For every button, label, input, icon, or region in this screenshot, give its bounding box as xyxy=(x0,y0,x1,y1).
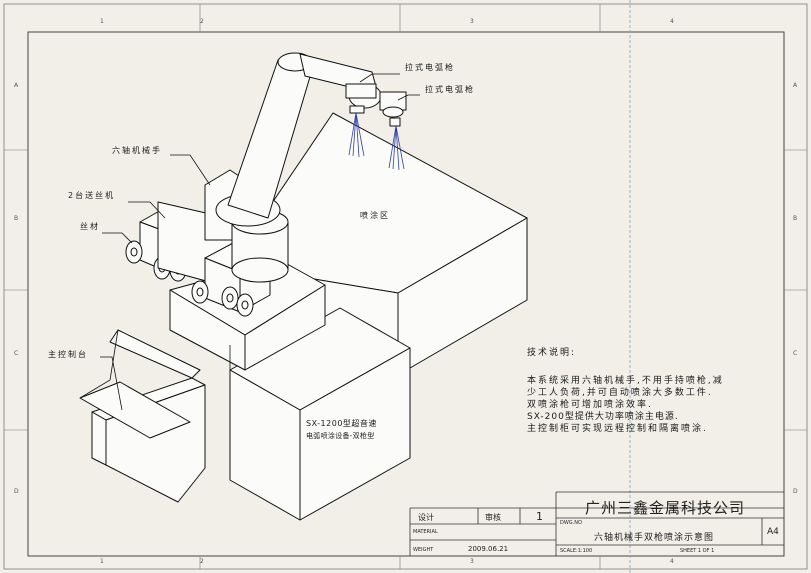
label-feeder: 2台送丝机 xyxy=(68,191,116,200)
sheet-size: A4 xyxy=(767,527,779,537)
main-console xyxy=(79,329,206,503)
col-marker: 3 xyxy=(470,18,474,25)
spray-cones xyxy=(348,112,405,171)
col-marker: 2 xyxy=(200,558,204,565)
robot-arm xyxy=(204,52,407,283)
outer-frame xyxy=(3,3,808,570)
label-gun-1: 拉式电弧枪 xyxy=(405,63,455,72)
label-robot: 六轴机械手 xyxy=(112,146,162,155)
col-marker: 4 xyxy=(670,18,674,25)
row-marker: B xyxy=(793,215,798,222)
label-machine-line2: 电弧喷涂设备-双枪型 xyxy=(306,432,375,440)
row-marker: B xyxy=(14,215,19,222)
company-name: 广州三鑫金属科技公司 xyxy=(585,499,746,517)
notes-line: 少工人负荷,并可自动喷涂大多数工件. xyxy=(527,388,713,398)
label-wire: 丝材 xyxy=(80,222,100,231)
material-label: MATERIAL xyxy=(413,529,438,535)
label-spray-zone: 喷涂区 xyxy=(360,211,390,220)
notes-line: 本系统采用六轴机械手,不用手持喷枪,减 xyxy=(527,376,724,386)
design-label: 设计 xyxy=(418,513,434,522)
label-machine-line1: SX-1200型超音速 xyxy=(306,419,377,428)
col-marker: 3 xyxy=(470,558,474,565)
row-marker: C xyxy=(14,350,19,357)
notes-line: 主控制柜可实现远程控制和隔离喷涂. xyxy=(527,424,708,434)
notes-line: 双喷涂枪可增加喷涂效率. xyxy=(527,400,653,410)
row-marker: D xyxy=(14,488,19,495)
sheet-number: 1 xyxy=(536,510,543,523)
col-marker: 4 xyxy=(670,558,674,565)
label-console: 主控制台 xyxy=(48,350,88,359)
row-marker: D xyxy=(793,488,798,495)
title-block-frame xyxy=(409,491,784,556)
row-marker: A xyxy=(793,82,798,89)
drawing-title: 六轴机械手双枪喷涂示意图 xyxy=(594,533,715,543)
dwg-no-label: DWG.NO xyxy=(560,520,582,526)
notes-line: SX-200型提供大功率喷涂主电源. xyxy=(527,412,679,422)
sheet-info: SHEET 1 OF 1 xyxy=(680,548,715,554)
col-marker: 2 xyxy=(200,18,204,25)
scale: SCALE:1:100 xyxy=(560,548,593,554)
technical-notes: 技术说明: 本系统采用六轴机械手,不用手持喷枪,减 少工人负荷,并可自动喷涂大多… xyxy=(527,347,724,435)
main-machine xyxy=(229,307,411,521)
notes-title: 技术说明: xyxy=(527,348,577,358)
review-label: 审核 xyxy=(485,513,501,522)
row-marker: A xyxy=(14,82,19,89)
weight-label: WEIGHT xyxy=(413,547,434,553)
col-marker: 1 xyxy=(100,18,104,25)
row-marker: C xyxy=(793,350,798,357)
inner-frame xyxy=(27,31,785,557)
date: 2009.06.21 xyxy=(468,545,509,553)
col-marker: 1 xyxy=(100,558,104,565)
label-gun-2: 拉式电弧枪 xyxy=(425,85,475,94)
